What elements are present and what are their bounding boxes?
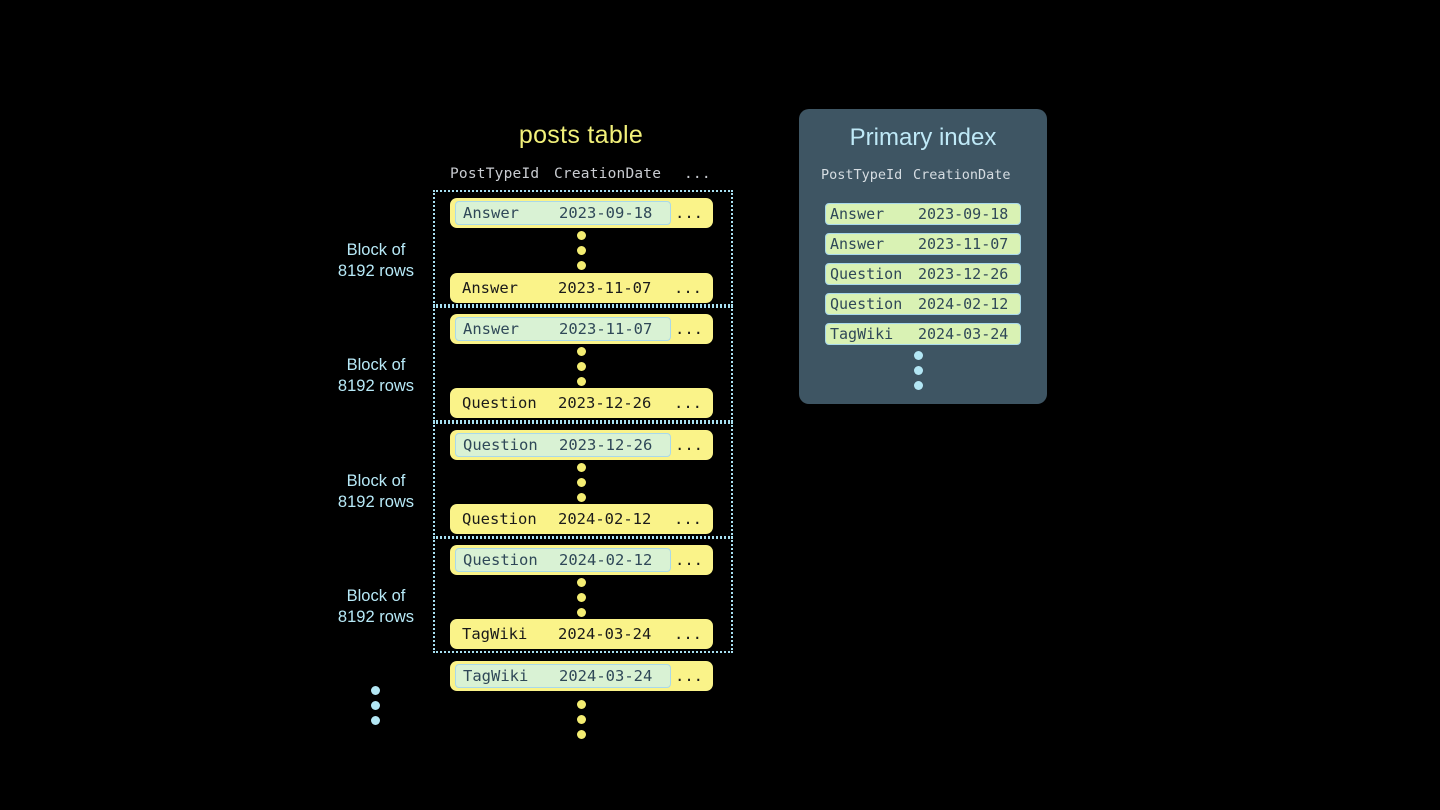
cell-posttypeid: Question (463, 436, 538, 454)
table-continuation-dots (576, 700, 587, 739)
cell-creationdate: 2023-11-07 (559, 320, 653, 338)
cell-ellipsis: ... (674, 279, 702, 297)
index-cell-creationdate: 2023-12-26 (918, 265, 1009, 283)
index-cell-posttypeid: Question (830, 295, 903, 313)
primary-index-panel (799, 109, 1047, 404)
index-continuation-dots (914, 351, 923, 390)
column-header-posttypeid: PostTypeId (450, 166, 540, 182)
block-label-4: Block of 8192 rows (311, 586, 441, 628)
block-continuation-dots (371, 686, 380, 725)
cell-creationdate: 2024-03-24 (559, 667, 653, 685)
cell-ellipsis: ... (675, 204, 703, 222)
block-label-2-line1: Block of (346, 356, 406, 374)
block-label-3: Block of 8192 rows (311, 471, 441, 513)
block-label-3-line2: 8192 rows (337, 493, 415, 511)
row-highlight-group: Answer 2023-09-18 (455, 201, 671, 225)
cell-posttypeid: TagWiki (463, 667, 529, 685)
row-cell-group: Question 2024-02-12 (455, 507, 669, 531)
row-highlight-group: TagWiki 2024-03-24 (455, 664, 671, 688)
row-cell-group: Question 2023-12-26 (455, 391, 669, 415)
row-ellipsis-dots (576, 463, 587, 502)
cell-ellipsis: ... (674, 394, 702, 412)
index-cell-posttypeid: Answer (830, 235, 885, 253)
cell-creationdate: 2023-12-26 (559, 436, 653, 454)
block-label-4-line1: Block of (346, 587, 406, 605)
cell-posttypeid: Question (462, 510, 537, 528)
table-row: Answer 2023-11-07 ... (450, 273, 713, 303)
block-2 (433, 306, 733, 422)
cell-posttypeid: TagWiki (462, 625, 528, 643)
table-row: TagWiki 2024-03-24 ... (450, 619, 713, 649)
posts-table-title: posts table (518, 121, 644, 149)
row-highlight-group: Answer 2023-11-07 (455, 317, 671, 341)
index-cell-posttypeid: Question (830, 265, 903, 283)
block-label-2-line2: 8192 rows (337, 377, 415, 395)
cell-posttypeid: Answer (463, 204, 519, 222)
table-row: Question 2024-02-12 ... (450, 545, 713, 575)
cell-posttypeid: Question (462, 394, 537, 412)
cell-creationdate: 2023-11-07 (558, 279, 652, 297)
index-cell-creationdate: 2024-03-24 (918, 325, 1009, 343)
cell-ellipsis: ... (675, 436, 703, 454)
block-label-3-line1: Block of (346, 472, 406, 490)
index-cell-posttypeid: Answer (830, 205, 885, 223)
cell-creationdate: 2024-02-12 (559, 551, 653, 569)
row-cell-group: TagWiki 2024-03-24 (455, 622, 669, 646)
index-cell-posttypeid: TagWiki (830, 325, 894, 343)
cell-ellipsis: ... (675, 551, 703, 569)
cell-posttypeid: Answer (462, 279, 518, 297)
index-column-header-posttypeid: PostTypeId (821, 167, 903, 183)
cell-ellipsis: ... (675, 667, 703, 685)
index-column-header-creationdate: CreationDate (913, 167, 1011, 183)
cell-ellipsis: ... (675, 320, 703, 338)
row-ellipsis-dots (576, 347, 587, 386)
table-row-trailing: TagWiki 2024-03-24 ... (450, 661, 713, 691)
table-row: Question 2023-12-26 ... (450, 388, 713, 418)
block-label-1: Block of 8192 rows (311, 240, 441, 282)
block-label-4-line2: 8192 rows (337, 608, 415, 626)
index-row: Question 2024-02-12 (825, 293, 1021, 315)
cell-creationdate: 2023-09-18 (559, 204, 653, 222)
column-header-ellipsis: ... (684, 166, 711, 182)
row-highlight-group: Question 2024-02-12 (455, 548, 671, 572)
index-row: TagWiki 2024-03-24 (825, 323, 1021, 345)
primary-index-title: Primary index (849, 124, 997, 151)
index-cell-creationdate: 2024-02-12 (918, 295, 1009, 313)
row-ellipsis-dots (576, 578, 587, 617)
posts-table-column-headers: PostTypeId CreationDate ... (450, 166, 715, 182)
block-1 (433, 190, 733, 306)
index-row: Answer 2023-11-07 (825, 233, 1021, 255)
cell-posttypeid: Answer (463, 320, 519, 338)
index-cell-creationdate: 2023-09-18 (918, 205, 1009, 223)
table-row: Question 2024-02-12 ... (450, 504, 713, 534)
row-highlight-group: Question 2023-12-26 (455, 433, 671, 457)
row-cell-group: Answer 2023-11-07 (455, 276, 669, 300)
block-label-1-line2: 8192 rows (337, 262, 415, 280)
table-row: Question 2023-12-26 ... (450, 430, 713, 460)
column-header-creationdate: CreationDate (554, 166, 662, 182)
cell-posttypeid: Question (463, 551, 538, 569)
index-row: Answer 2023-09-18 (825, 203, 1021, 225)
cell-creationdate: 2024-03-24 (558, 625, 652, 643)
cell-ellipsis: ... (674, 510, 702, 528)
block-label-1-line1: Block of (346, 241, 406, 259)
block-label-2: Block of 8192 rows (311, 355, 441, 397)
index-row: Question 2023-12-26 (825, 263, 1021, 285)
block-4 (433, 537, 733, 653)
cell-creationdate: 2023-12-26 (558, 394, 652, 412)
row-ellipsis-dots (576, 231, 587, 270)
index-cell-creationdate: 2023-11-07 (918, 235, 1009, 253)
table-row: Answer 2023-09-18 ... (450, 198, 713, 228)
cell-ellipsis: ... (674, 625, 702, 643)
table-row: Answer 2023-11-07 ... (450, 314, 713, 344)
cell-creationdate: 2024-02-12 (558, 510, 652, 528)
primary-index-column-headers: PostTypeId CreationDate (821, 167, 1025, 183)
